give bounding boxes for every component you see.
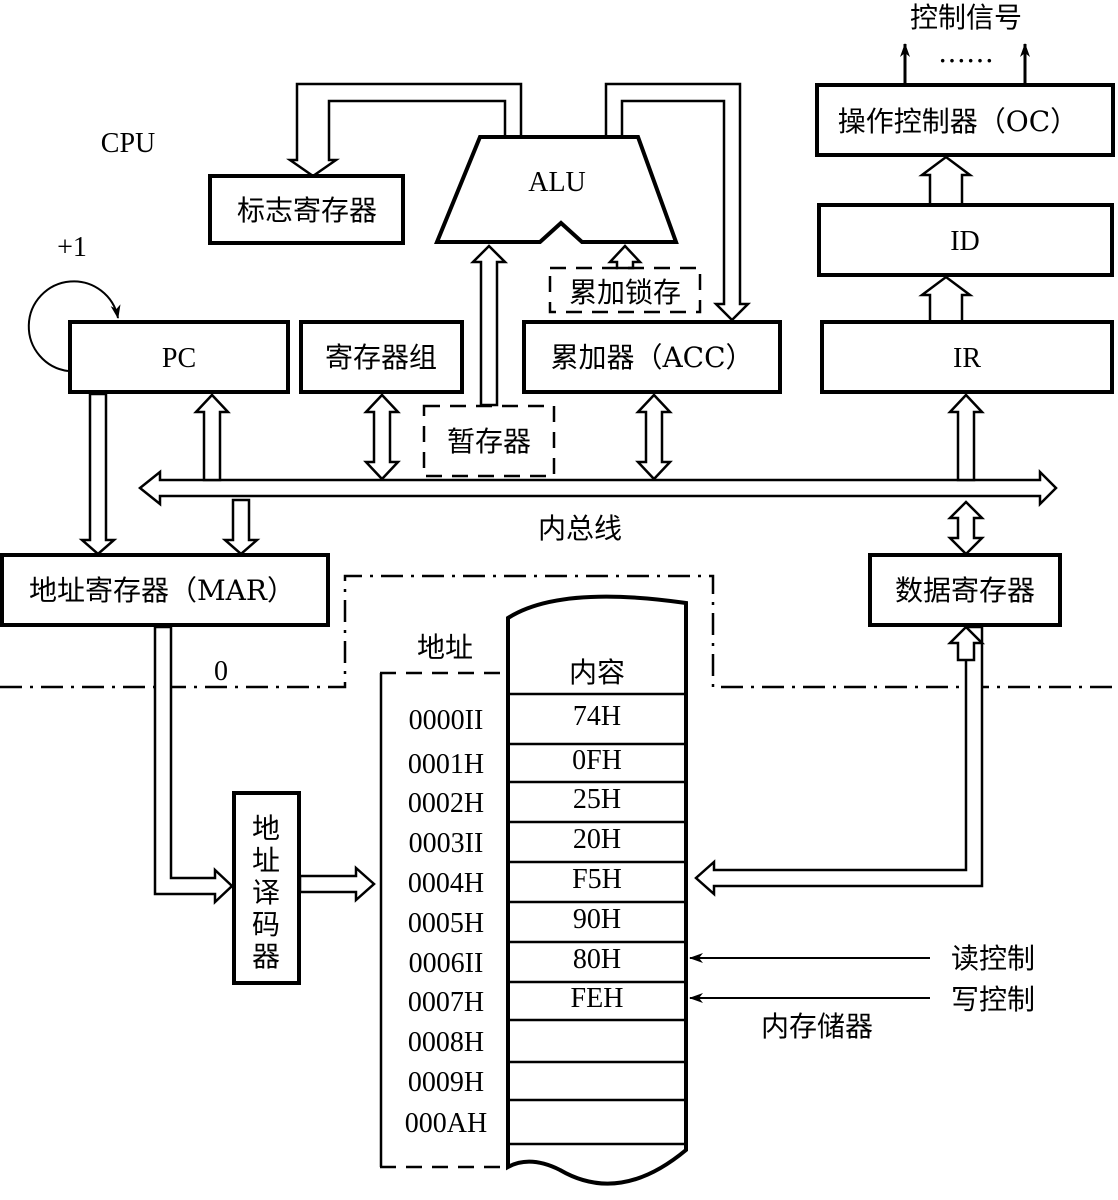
- memory-content-cell: 74H: [573, 701, 621, 732]
- boundary-zero-label: 0: [214, 656, 228, 687]
- instruction-register-box: [820, 320, 1114, 394]
- instruction-decoder-label: ID: [950, 226, 980, 257]
- mar-to-decoder-bus: [153, 625, 234, 905]
- internal-bus-label: 内总线: [538, 512, 622, 545]
- id-to-oc-bus-arrow: [918, 155, 974, 207]
- instruction-register-label: IR: [953, 343, 981, 374]
- address-decoder-char-1: 地: [252, 812, 280, 845]
- memory-address-cell: 0004H: [408, 868, 484, 899]
- flag-register-box: [208, 174, 405, 245]
- memory-label: 内存储器: [761, 1010, 873, 1043]
- accumulator-box: [522, 320, 782, 394]
- acc-latch-box: [548, 266, 702, 314]
- memory-address-cell: 0009H: [408, 1067, 484, 1098]
- address-decoder-char-4: 码: [252, 908, 280, 941]
- memory-rows: 0000II 74H 0001H 0FH 0002H 25H 0003II 20H 0004H F…: [405, 692, 686, 1146]
- alu-to-flag-register-bus: [286, 82, 523, 178]
- memory-content-cell: 25H: [573, 784, 621, 815]
- flag-register-label: 标志寄存器: [237, 194, 377, 227]
- operation-controller-label: 操作控制器（OC）: [838, 105, 1078, 138]
- memory-content-cell: 90H: [573, 904, 621, 935]
- control-signals-label: 控制信号: [910, 1, 1022, 34]
- register-group-bus-arrow: [363, 393, 401, 481]
- memory-address-cell: 0007H: [408, 987, 484, 1018]
- alu-shape: [434, 135, 679, 244]
- register-group-label: 寄存器组: [325, 341, 437, 374]
- memory-address-header: 地址: [417, 631, 473, 664]
- temp-register-box: [422, 404, 556, 478]
- pc-to-mar-arrow: [78, 392, 118, 556]
- program-counter-box: [68, 320, 290, 394]
- alu-label: ALU: [528, 167, 586, 198]
- memory-address-register-label: 地址寄存器（MAR）: [29, 574, 295, 607]
- temp-to-alu-bus-arrow: [469, 244, 509, 407]
- memory-data-register-label: 数据寄存器: [895, 574, 1035, 607]
- memory-address-cell: 0001H: [408, 749, 484, 780]
- memory-to-mdr-arrowhead: [946, 625, 986, 662]
- ir-to-id-bus-arrow: [918, 275, 974, 324]
- internal-bus: [137, 468, 1058, 508]
- memory-address-cell: 0008H: [408, 1027, 484, 1058]
- bus-to-mar-arrow: [221, 498, 261, 556]
- memory-content-cell: FEH: [571, 983, 624, 1014]
- alu-to-acc-bus: [604, 82, 752, 322]
- latch-to-alu-bus-arrow: [607, 244, 643, 270]
- control-signals-ellipsis: ……: [938, 36, 994, 69]
- operation-controller-box: [815, 83, 1115, 157]
- program-counter-label: PC: [162, 343, 196, 374]
- memory-address-cell: 0002H: [408, 788, 484, 819]
- pc-increment-loop-arrow: [27, 280, 121, 372]
- temp-register-label: 暂存器: [447, 425, 531, 458]
- read-control-label: 读控制: [951, 942, 1035, 975]
- memory-address-cell: 0000II: [409, 705, 484, 736]
- bus-to-ir-arrow: [947, 393, 985, 482]
- accumulator-label: 累加器（ACC）: [550, 341, 753, 374]
- instruction-decoder-box: [817, 203, 1114, 277]
- bus-to-pc-arrow: [193, 393, 231, 482]
- acc-latch-label: 累加锁存: [569, 276, 681, 309]
- register-group-box: [299, 320, 464, 394]
- pc-increment-label: +1: [57, 232, 87, 263]
- memory-content-cell: 80H: [573, 944, 621, 975]
- memory-address-register-box: [0, 553, 330, 627]
- decoder-to-memory-arrow: [298, 865, 376, 903]
- address-decoder-box: [232, 791, 301, 985]
- memory-content-cell: F5H: [572, 864, 622, 895]
- memory-data-register-box: [868, 553, 1062, 627]
- acc-bus-arrow: [635, 393, 673, 481]
- memory-address-cell: 0005H: [408, 908, 484, 939]
- write-control-label: 写控制: [951, 983, 1035, 1016]
- bus-mdr-arrow: [946, 500, 986, 556]
- memory-address-cell: 0003II: [409, 828, 484, 859]
- cpu-label: CPU: [101, 128, 155, 159]
- address-decoder-char-2: 址: [252, 844, 280, 877]
- memory-content-cell: 0FH: [572, 745, 622, 776]
- mdr-to-memory-bus: [694, 625, 984, 897]
- cpu-boundary-line: [0, 574, 1118, 689]
- address-decoder-char-5: 器: [252, 940, 280, 973]
- address-decoder-char-3: 译: [252, 876, 280, 909]
- memory-content-header: 内容: [569, 656, 625, 689]
- memory-address-cell: 0006II: [409, 948, 484, 979]
- memory-address-cell: 000AH: [405, 1108, 487, 1139]
- memory-content-cell: 20H: [573, 824, 621, 855]
